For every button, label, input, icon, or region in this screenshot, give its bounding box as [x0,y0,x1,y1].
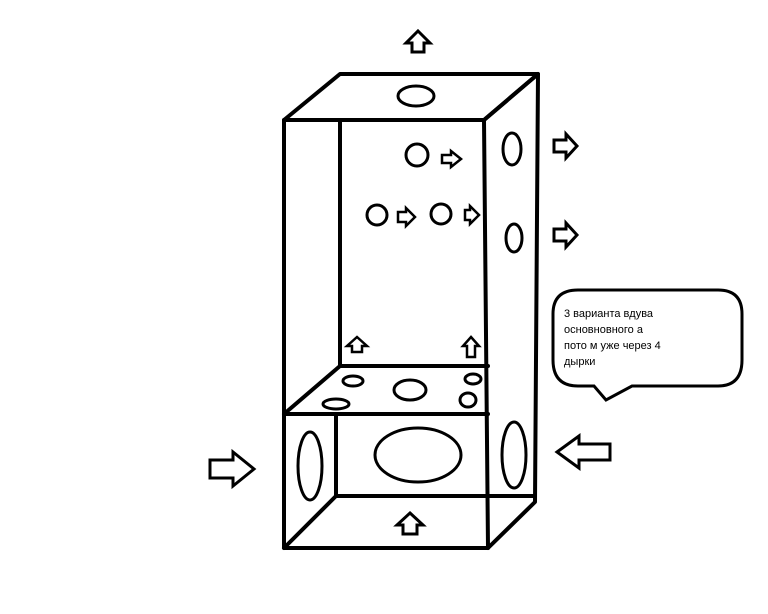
speech-bubble [551,288,744,402]
arrow-up-icon [393,510,427,536]
right-upper-hole [501,131,523,167]
shelf-hole-5 [458,391,478,409]
right-middle-hole [504,222,524,254]
arrow-right-icon [396,204,417,230]
holes [296,84,528,502]
shelf-hole-4 [321,397,351,411]
note-line: основновного а [564,324,643,336]
note-line: пото м уже через 4 [564,340,661,352]
back-hole-1 [404,142,430,168]
shelf-hole-3 [463,372,483,386]
back-hole-3 [429,202,453,226]
arrow-right-icon [463,202,481,228]
arrow-right-icon [552,219,580,251]
lower-left-hole [296,430,324,502]
note-line: дырки [564,356,596,368]
top-hole [396,84,436,108]
lower-back-hole [373,426,463,484]
speech-bubble-text: 3 варианта вдува основновного а пото м у… [564,306,734,370]
note-line: 3 варианта вдува [564,308,654,320]
shelf-hole-1 [341,374,365,388]
lower-floor-edge [282,494,338,550]
box-right-face [482,72,540,550]
shelf-hole-2 [392,378,428,402]
arrow-left-icon [554,433,612,471]
airflow-arrows [208,28,612,536]
lower-right-hole [500,420,528,490]
inner-shelf [282,364,490,416]
box-frame [282,72,540,550]
arrow-right-icon [440,148,464,170]
arrow-right-icon [208,448,257,490]
arrow-right-icon [552,130,580,162]
arrow-up-icon [402,28,434,54]
arrow-up-icon [460,335,482,359]
back-hole-2 [365,203,389,227]
arrow-up-icon [343,335,371,354]
